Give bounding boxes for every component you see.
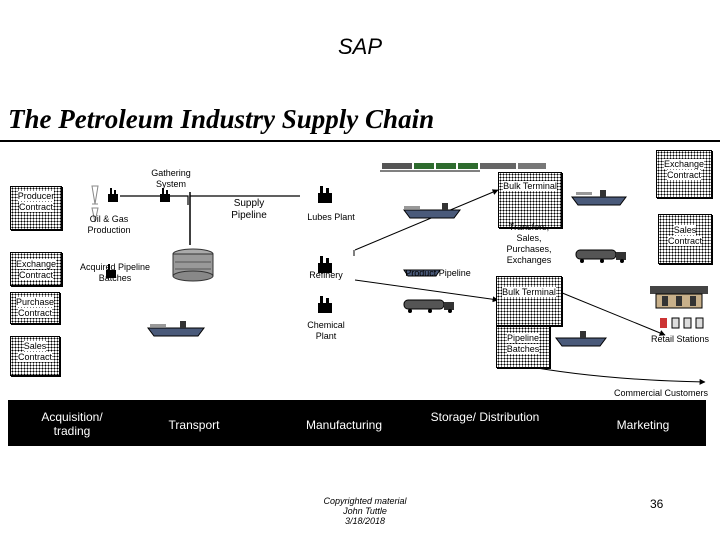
stage-acquisition-trading: Acquisition/ trading bbox=[41, 410, 103, 438]
arrow-refinery-to-lower-bulk bbox=[354, 279, 499, 303]
factory-icon-chemical bbox=[318, 296, 332, 313]
supply-chain-stage-bar bbox=[8, 400, 706, 446]
sales-contract-right: Sales Contract bbox=[658, 214, 712, 264]
slide-title: The Petroleum Industry Supply Chain bbox=[8, 104, 435, 134]
stage-marketing: Marketing bbox=[616, 418, 670, 432]
bulk-terminal-bottom: Bulk Terminal bbox=[496, 276, 562, 326]
factory-icon-lubes bbox=[318, 186, 332, 203]
commercial-arc bbox=[519, 364, 706, 385]
copyright-footer: Copyrighted material John Tuttle 3/18/20… bbox=[300, 496, 430, 526]
tanker-truck-icon-right bbox=[575, 249, 626, 263]
footer-line-1: Copyrighted material bbox=[323, 496, 407, 506]
exchange-contract-right-label: Exchange Contract bbox=[663, 159, 705, 180]
bulk-terminal-top: Bulk Terminal bbox=[498, 172, 562, 228]
bulk-terminal-top-label: Bulk Terminal bbox=[503, 181, 557, 191]
tanker-truck-icon-center bbox=[403, 299, 454, 313]
sales-contract-left-label: Sales Contract bbox=[17, 341, 52, 362]
factory-icon-production bbox=[108, 188, 118, 202]
page-number: 36 bbox=[650, 497, 664, 511]
transfers-label: Transfers, Sales, Purchases, Exchanges bbox=[506, 222, 552, 265]
arrow-refinery-to-bulk bbox=[354, 189, 499, 251]
pipeline-batches-label: Pipeline Batches bbox=[506, 333, 540, 354]
storage-tank-icon bbox=[172, 248, 214, 282]
train-icon bbox=[380, 163, 480, 172]
footer-line-3: 3/18/2018 bbox=[344, 516, 386, 526]
brand-title: SAP bbox=[337, 34, 383, 59]
purchase-contract-label: Purchase Contract bbox=[15, 297, 55, 318]
factory-icon-refinery bbox=[318, 256, 332, 273]
gathering-system-label: Gathering System bbox=[151, 168, 191, 189]
lubes-plant-label: Lubes Plant bbox=[307, 212, 355, 222]
retail-stations-label: Retail Stations bbox=[650, 334, 710, 344]
retail-station-icon bbox=[650, 286, 708, 309]
bulk-terminal-bottom-label: Bulk Terminal bbox=[502, 287, 556, 297]
exchange-contract-left-label: Exchange Contract bbox=[15, 259, 57, 280]
sales-contract-left: Sales Contract bbox=[10, 336, 60, 376]
footer-line-2: John Tuttle bbox=[343, 506, 387, 516]
acquired-pipeline-batches-label: Acquired Pipeline Batches bbox=[79, 262, 151, 283]
train-icon-right bbox=[480, 163, 546, 169]
purchase-contract: Purchase Contract bbox=[10, 292, 60, 324]
factory-icon-gathering bbox=[160, 188, 170, 202]
sales-contract-right-label: Sales Contract bbox=[667, 225, 702, 246]
oil-well-icon bbox=[91, 185, 99, 205]
refinery-label: Refinery bbox=[309, 270, 343, 280]
commercial-customers-label: Commercial Customers bbox=[613, 388, 709, 398]
title-divider bbox=[0, 140, 720, 142]
tanker-ship-icon-bottom bbox=[555, 331, 607, 347]
producer-contract-label: Producer Contract bbox=[17, 191, 55, 212]
exchange-contract-right: Exchange Contract bbox=[656, 150, 712, 198]
gathering-line bbox=[120, 195, 189, 205]
stage-storage-distribution: Storage/ Distribution bbox=[430, 410, 540, 424]
arrow-bulk-to-retail bbox=[554, 289, 666, 336]
product-pipeline-label: Product Pipeline bbox=[405, 268, 471, 278]
chemical-plant-label: Chemical Plant bbox=[307, 320, 345, 341]
tanker-ship-icon-left bbox=[147, 321, 205, 337]
fuel-pumps-icon bbox=[660, 317, 704, 329]
supply-pipeline-label: Supply Pipeline bbox=[231, 198, 267, 221]
factory-icon-left bbox=[106, 264, 116, 278]
tanker-ship-icon-right bbox=[571, 190, 627, 206]
stage-manufacturing: Manufacturing bbox=[305, 418, 383, 432]
tanker-ship-icon-center bbox=[403, 269, 441, 277]
oil-well-icon-2 bbox=[91, 207, 99, 223]
stage-transport: Transport bbox=[168, 418, 220, 432]
producer-contract: Producer Contract bbox=[10, 186, 62, 230]
tanker-ship-icon-top bbox=[403, 203, 461, 219]
exchange-contract-left: Exchange Contract bbox=[10, 252, 62, 286]
pipeline-batches: Pipeline Batches bbox=[496, 326, 550, 368]
oil-gas-production-label: Oil & Gas Production bbox=[87, 214, 131, 235]
